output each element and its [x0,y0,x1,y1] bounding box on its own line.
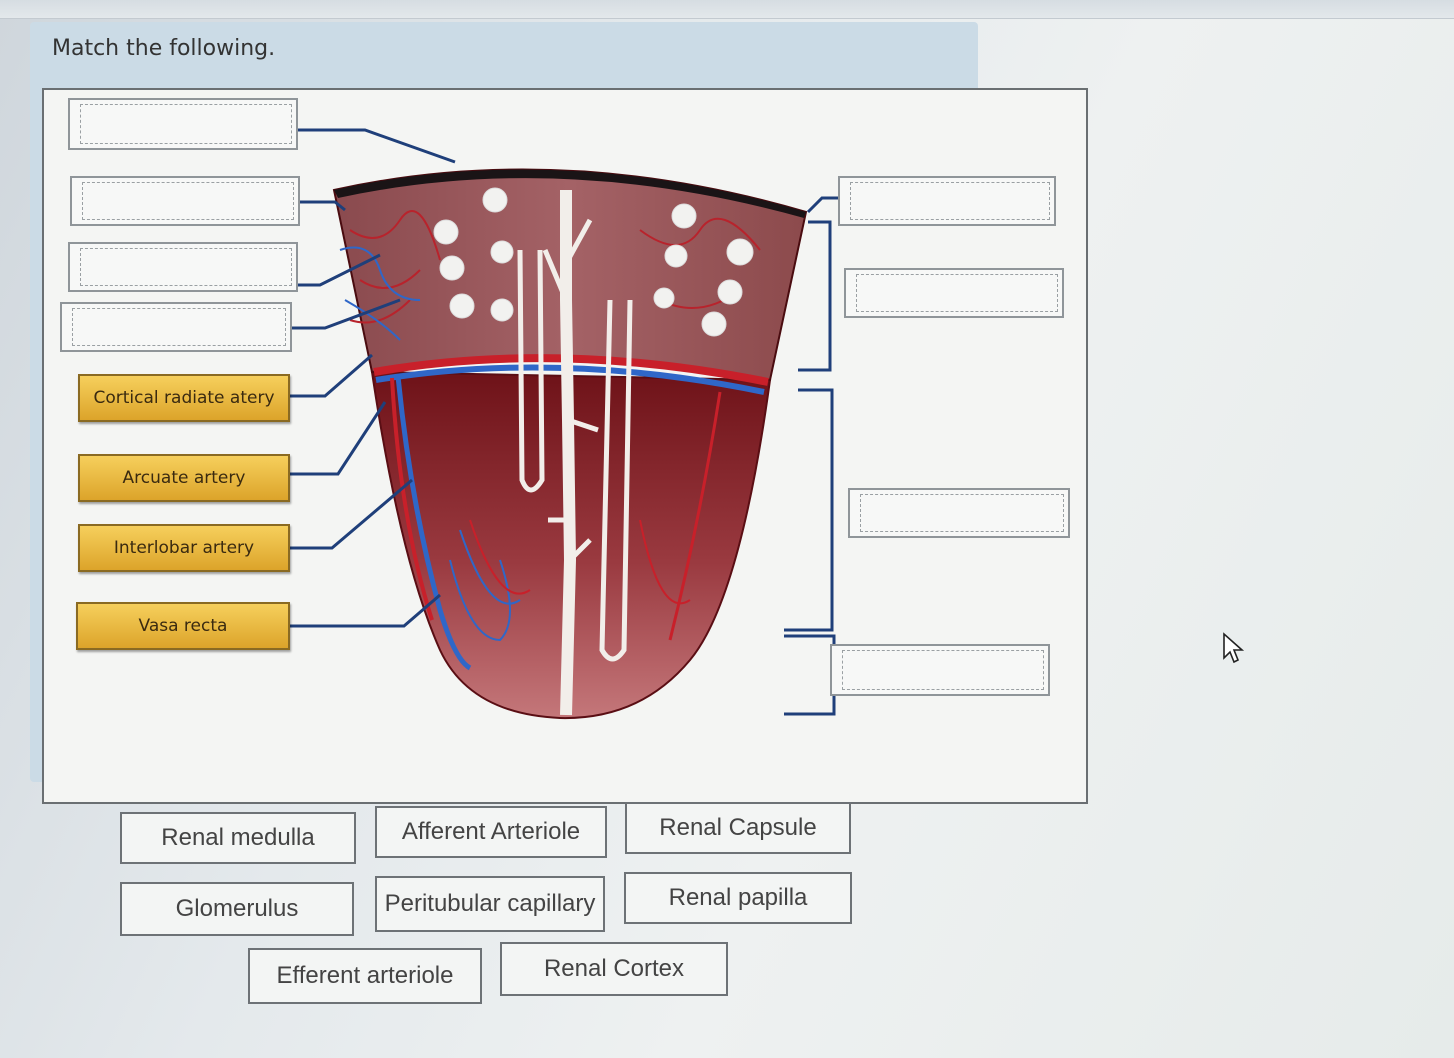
drop-target-right-3[interactable] [848,488,1070,538]
choice-glomerulus[interactable]: Glomerulus [120,882,354,936]
placed-label-cortical-radiate[interactable]: Cortical radiate atery [78,374,290,422]
choice-afferent-arteriole[interactable]: Afferent Arteriole [375,806,607,858]
choice-renal-papilla[interactable]: Renal papilla [624,872,852,924]
drop-target-left-3[interactable] [68,242,298,292]
placed-label-arcuate[interactable]: Arcuate artery [78,454,290,502]
choice-efferent-arteriole[interactable]: Efferent arteriole [248,948,482,1004]
drop-target-left-4[interactable] [60,302,292,352]
drop-target-right-4[interactable] [830,644,1050,696]
choice-peritubular-capillary[interactable]: Peritubular capillary [375,876,605,932]
drop-target-right-1[interactable] [838,176,1056,226]
placed-label-interlobar[interactable]: Interlobar artery [78,524,290,572]
drop-target-left-1[interactable] [68,98,298,150]
drop-target-left-2[interactable] [70,176,300,226]
choice-renal-medulla[interactable]: Renal medulla [120,812,356,864]
choice-renal-capsule[interactable]: Renal Capsule [625,802,851,854]
drop-target-right-2[interactable] [844,268,1064,318]
mouse-pointer-icon [1222,632,1248,664]
choice-renal-cortex[interactable]: Renal Cortex [500,942,728,996]
placed-label-vasa-recta[interactable]: Vasa recta [76,602,290,650]
